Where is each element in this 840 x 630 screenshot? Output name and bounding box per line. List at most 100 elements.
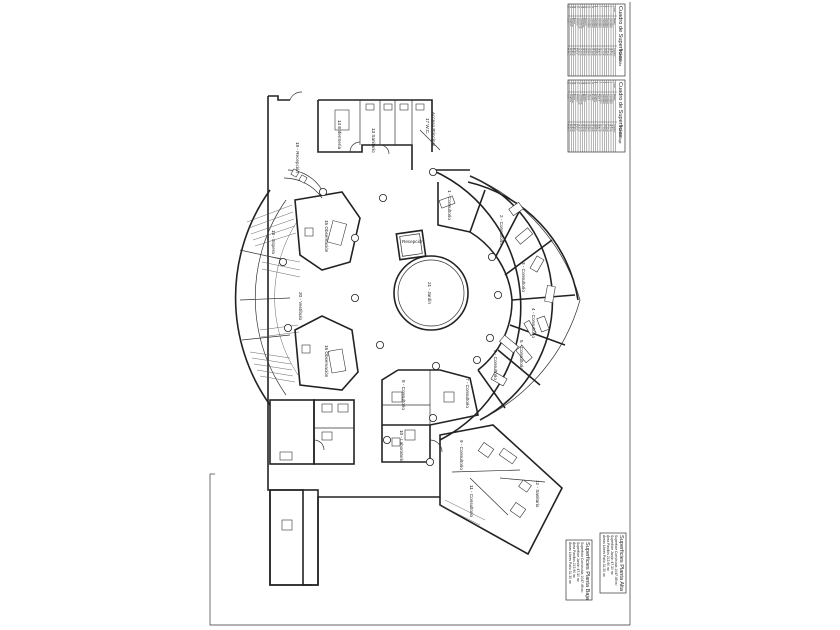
- table-cell: 14.40 m²: [611, 48, 614, 56]
- legend-planta-baja: Superficies Planta Baja Superficie Const…: [565, 539, 593, 601]
- table-cell: 1: [611, 82, 613, 83]
- structural-columns: [278, 167, 502, 466]
- table-cell: Cuarto: [613, 82, 616, 88]
- column-marker: [278, 257, 287, 266]
- table-cell: 11: [589, 82, 591, 84]
- room-label: 8 - Consultorio: [401, 380, 406, 410]
- table-cell: Consultorio: [593, 18, 596, 28]
- table-cell: 14.40 m²: [611, 124, 614, 132]
- table-cell: Recepción: [571, 94, 573, 103]
- table-cell: 13: [584, 6, 586, 8]
- table-cell: 18.32 m²: [582, 124, 585, 132]
- table-cell: 20.51 m²: [593, 48, 596, 56]
- table-cell: 21: [567, 6, 569, 8]
- room-label: 18 - Espera: [271, 230, 276, 254]
- table-cell: 11: [589, 6, 591, 8]
- table-cell: Cuarto: [613, 6, 616, 12]
- room-label: 17 W.C.: [425, 118, 430, 134]
- table-cell: 42.10 m²: [573, 48, 576, 56]
- table-baja-title: Cuadro de Superficies: [617, 82, 623, 138]
- table-cell: 18.32 m²: [582, 48, 585, 56]
- table-cell: 20.51 m²: [593, 124, 596, 132]
- legend-baja-line: Áreas Libres Patio 31.30 m²: [568, 542, 572, 585]
- table-cell: Oficina: [589, 94, 591, 101]
- table-cell: 96.60 m²: [569, 48, 572, 56]
- table-cell: 13.54 m²: [586, 48, 589, 56]
- room-label: Acceso Principal: [431, 112, 436, 146]
- table-baja-subtitle: Planta Baja: [618, 126, 622, 143]
- table-cell: 16.17 m²: [600, 124, 603, 132]
- table-cell: 19: [571, 6, 573, 8]
- table-cell: 5: [602, 6, 604, 7]
- table-cell: 20: [569, 6, 571, 8]
- table-cell: 7: [597, 6, 599, 7]
- table-alta-subtitle: Planta Alta: [618, 50, 622, 66]
- table-cell: Consultorio: [604, 18, 607, 28]
- room-label: 11 - Consultorio: [469, 485, 474, 518]
- table-cell: 2: [608, 82, 610, 83]
- table-cell: Observación: [580, 94, 583, 105]
- table-cell: 5: [602, 82, 604, 83]
- table-cell: 15.20 m²: [580, 124, 583, 132]
- reception-desk: [283, 168, 323, 199]
- table-alta-title: Cuadro de Superficies: [617, 6, 623, 62]
- table-cell: 17.12 m²: [606, 48, 609, 56]
- east-consultation-wing: [431, 169, 581, 441]
- table-cell: Nombre: [613, 18, 616, 25]
- table-cell: 6: [600, 6, 602, 7]
- table-cell: 16: [578, 6, 580, 8]
- room-label: 16 Observación: [324, 345, 329, 378]
- table-cell: Farmacia: [593, 94, 596, 103]
- legend-alta-line: Área Pasillos 213.90 m²: [606, 535, 610, 572]
- table-cell: Archivo: [591, 94, 594, 100]
- table-cell: 7: [597, 82, 599, 83]
- table-cell: 13.54 m²: [595, 48, 598, 56]
- room-label: 19 - Recepción: [295, 142, 300, 173]
- table-cell: Consultorio: [589, 18, 592, 28]
- table-cell: 18: [573, 82, 575, 84]
- table-cell: Nombre: [613, 94, 616, 101]
- table-cell: Espera: [573, 18, 576, 25]
- table-cell: Consultorio: [611, 18, 614, 28]
- table-cell: 23.14 m²: [591, 48, 594, 56]
- room-label: 2 - Consultorio: [499, 215, 504, 245]
- table-cell: 14.40 m²: [597, 124, 600, 132]
- table-cell: 15.20 m²: [580, 48, 583, 56]
- table-cell: Jardín: [567, 94, 570, 99]
- table-cell: 12: [586, 6, 588, 8]
- north-service-rooms: [334, 100, 441, 155]
- table-cell: Observación: [580, 18, 583, 29]
- table-cell: Recepción: [571, 18, 573, 27]
- legend-alta-line: Superficie Jardín 47.30 m²: [610, 535, 614, 576]
- table-cell: 14.40 m²: [597, 48, 600, 56]
- room-label: 3 - Consultorio: [521, 262, 526, 292]
- table-cell: 9: [593, 6, 595, 7]
- table-cell: Sanitario: [595, 94, 598, 101]
- table-cell: 8: [595, 6, 597, 7]
- room-label: 21 - Jardín: [427, 282, 432, 304]
- column-marker: [428, 167, 437, 176]
- column-marker: [350, 293, 359, 302]
- room-label: 10 - Laboratorio: [399, 430, 404, 463]
- column-marker: [318, 187, 327, 196]
- table-cell: Consultorio: [606, 94, 609, 104]
- column-marker: [431, 361, 440, 370]
- room-label: 14 Enfermería: [337, 120, 342, 150]
- room-label: 1 - Consultorio: [447, 190, 452, 220]
- table-cell: Consultorio: [611, 94, 614, 104]
- table-cell: Espera: [573, 94, 576, 101]
- table-cell: 15.20 m²: [578, 48, 581, 56]
- table-cell: 16.17 m²: [600, 48, 603, 56]
- table-cell: Consultorio: [602, 18, 605, 28]
- table-cell: 17.12 m²: [602, 124, 605, 132]
- table-cell: 21: [567, 82, 569, 84]
- room-label: 12 - Sanitario: [535, 480, 540, 508]
- stairs-south: [249, 351, 296, 383]
- stairs-north: [246, 204, 297, 247]
- room-label: 20 - Vestíbulo: [298, 292, 303, 321]
- table-cell: 16.17 m²: [608, 124, 611, 132]
- table-cell: 15: [580, 6, 582, 8]
- table-cell: Vestíbulo: [569, 94, 572, 102]
- legend-baja-line: Superficie Construida 1047.49 m²: [580, 542, 584, 593]
- table-cell: 16.08 m²: [604, 48, 607, 56]
